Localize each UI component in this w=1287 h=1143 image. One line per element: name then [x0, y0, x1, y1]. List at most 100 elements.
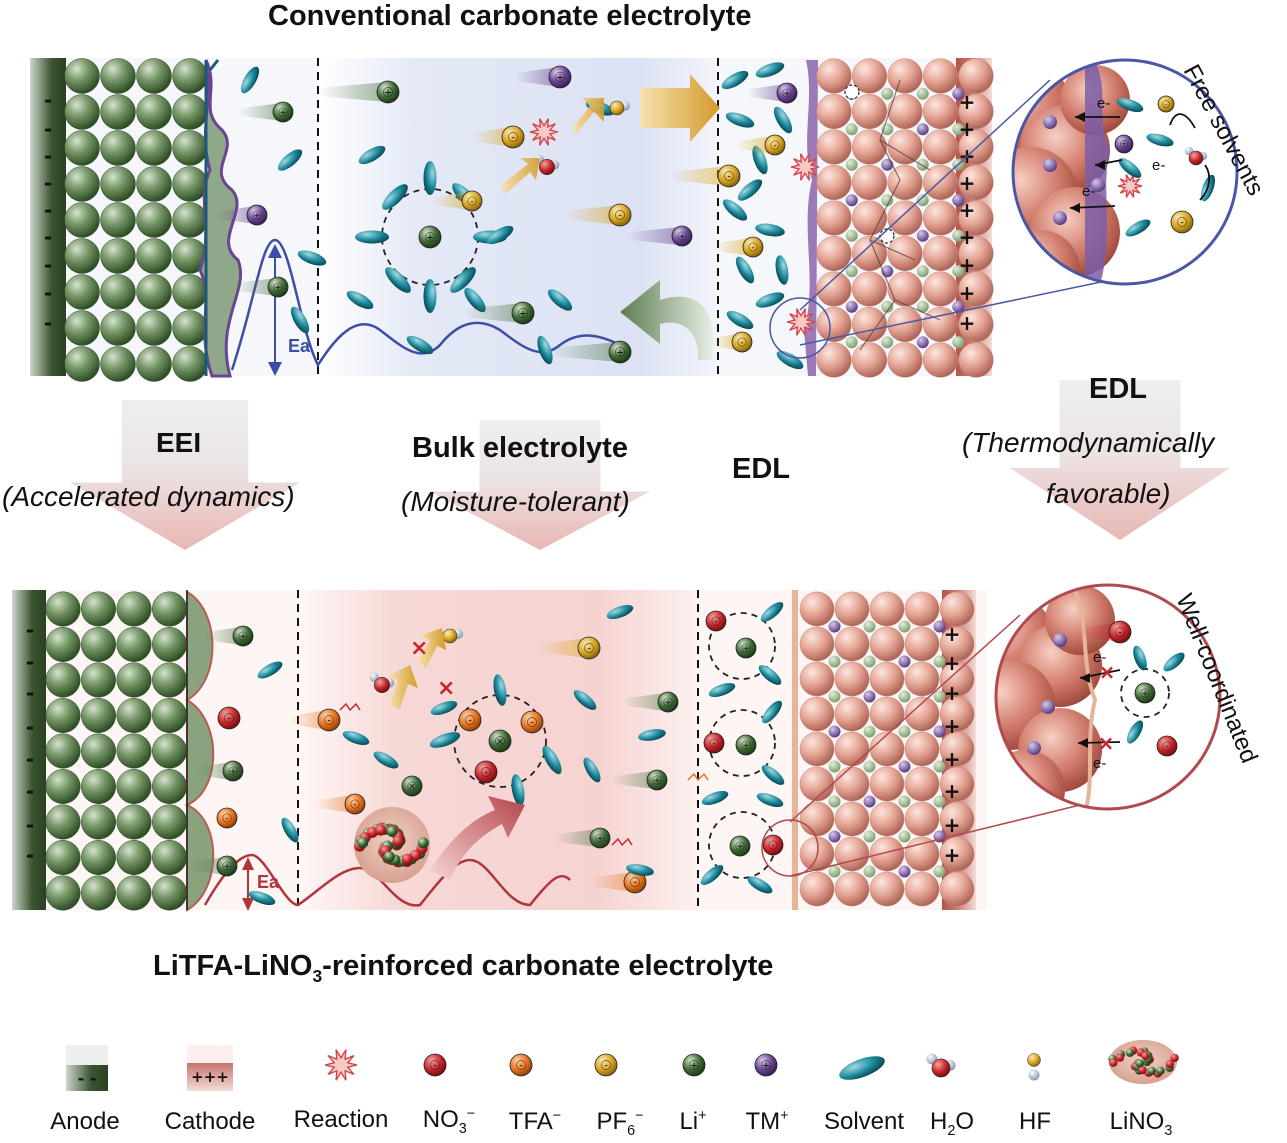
cathode-particle — [834, 871, 870, 907]
solvent-molecule — [1116, 97, 1144, 113]
pf6-ion-trail — [669, 166, 727, 186]
solvent-molecule — [776, 350, 804, 370]
blocked-marker: × — [437, 676, 455, 701]
li-ion: + — [238, 101, 294, 123]
solvent-molecule — [542, 745, 562, 775]
anode-particle — [136, 58, 172, 94]
cathode-particle — [958, 235, 994, 272]
cathode-particle — [816, 129, 852, 165]
li-ion: + — [187, 855, 238, 877]
tm-ion-core — [677, 231, 687, 241]
cathode-particle — [939, 766, 975, 802]
anode-particle — [116, 698, 152, 733]
cathode-particle — [922, 58, 959, 94]
pf6-ion: - — [669, 164, 741, 188]
inset-tm-site — [1041, 700, 1055, 714]
tm-ion: + — [627, 225, 693, 247]
anode-particle — [172, 310, 208, 346]
edl-right-subtitle-line2: favorable) — [1046, 478, 1171, 509]
tfa-ion-core — [350, 799, 360, 809]
cathode-particle — [869, 661, 905, 697]
no3-ion-sphere — [705, 610, 727, 632]
li-ion-trail — [612, 771, 655, 789]
top-ion-flux-arrow — [640, 74, 720, 142]
electrode-sign: - — [26, 618, 34, 642]
tm-ion-sign: + — [253, 211, 260, 221]
cathode-particle — [869, 696, 905, 732]
no3-ion-core — [1115, 627, 1125, 637]
pf6-ion-sphere — [501, 125, 525, 149]
lattice-interstitial — [845, 265, 858, 278]
lattice-interstitial — [916, 265, 929, 278]
lattice-interstitial — [863, 865, 876, 878]
pf6-ion-sign: - — [470, 197, 473, 207]
solvent-molecule — [758, 665, 782, 685]
tfa-ion-core — [465, 715, 475, 725]
solvent-molecule — [726, 310, 754, 330]
bottom-energy-arrowheads — [242, 857, 254, 911]
legend-lino3-label: LiNO3 — [1109, 1108, 1173, 1139]
electrode-sign: - — [44, 311, 52, 335]
cathode-particle — [958, 306, 994, 343]
bottom-activation-energy-label: Ea — [257, 872, 280, 892]
blocked-reaction-arrow — [418, 628, 446, 668]
li-ion-sign: × — [496, 736, 504, 747]
lattice-interstitial — [828, 760, 841, 773]
lattice-interstitial — [863, 620, 876, 633]
water-oxygen — [931, 1058, 951, 1078]
tm-ion: + — [1114, 134, 1134, 154]
li-ion-sign: + — [690, 1060, 698, 1071]
bottom-inset-outline — [994, 583, 1222, 811]
tm-ion: + — [747, 82, 798, 104]
reaction-product-arrow — [572, 98, 604, 134]
anode-particle — [45, 840, 81, 875]
li-ion-trail — [203, 627, 241, 645]
li-ion-core — [595, 833, 605, 843]
lattice-interstitial — [881, 194, 894, 207]
cathode-particle — [851, 93, 888, 130]
anode-particle — [45, 875, 81, 911]
solvent-molecule — [626, 864, 654, 876]
li-ion-sign: + — [664, 698, 671, 708]
li-ion-core — [495, 736, 505, 746]
anode-particle — [100, 346, 136, 382]
tm-ion-sign: + — [762, 1060, 770, 1071]
cathode-particle — [851, 235, 888, 272]
lattice-interstitial — [898, 620, 911, 633]
lattice-interstitial — [952, 300, 965, 313]
lattice-interstitial — [933, 725, 946, 738]
pf6-ion-sphere — [1170, 210, 1194, 234]
cathode-particle — [887, 93, 923, 130]
lattice-interstitial — [916, 336, 929, 349]
cathode-particle — [922, 164, 959, 201]
reaction-burst — [790, 153, 820, 181]
lino3-particle — [1115, 1053, 1125, 1062]
anode-particle — [152, 662, 187, 698]
electrode-sign: + — [944, 813, 961, 837]
inset-tm-site — [1043, 115, 1057, 129]
cathode-particle — [904, 626, 940, 662]
li-ion-sign: + — [616, 347, 624, 358]
top-inset-connector — [799, 277, 1121, 346]
solvent-molecule — [277, 149, 303, 171]
li-ion-trail — [550, 342, 618, 362]
tfa-ion-sphere — [458, 708, 482, 732]
solvent-molecule — [761, 765, 785, 785]
li-ion-core — [238, 631, 248, 641]
lattice-interstitial — [952, 336, 965, 349]
cathode-particle — [799, 766, 835, 802]
electrode-sign: + — [944, 843, 961, 867]
blocked-electron-marker: × — [1099, 660, 1116, 684]
anode-particle — [116, 804, 152, 840]
electron-label: e- — [1152, 157, 1165, 174]
cathode-particle — [869, 626, 905, 662]
li-ion-core — [1140, 688, 1150, 698]
lattice-interstitial — [863, 760, 876, 773]
solvent-molecule — [547, 289, 573, 311]
anode-particle — [81, 591, 116, 627]
tm-ion-sign: + — [1121, 140, 1127, 149]
li-ion: + — [612, 769, 668, 791]
li-ion-core — [228, 766, 238, 776]
lattice-interstitial — [845, 194, 858, 207]
